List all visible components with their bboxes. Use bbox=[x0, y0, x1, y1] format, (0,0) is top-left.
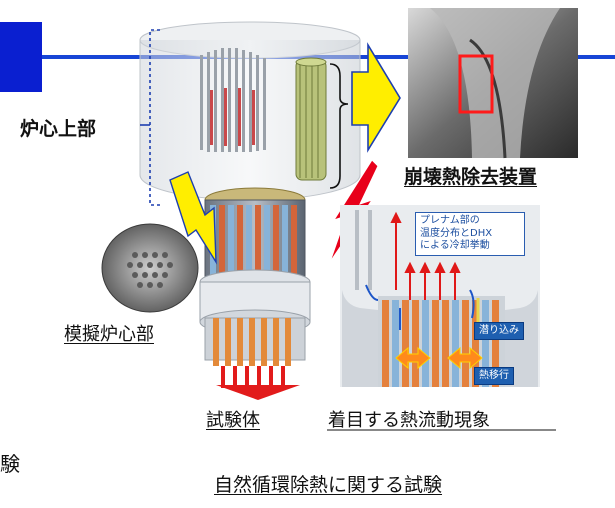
callout-plenum: プレナム部の 温度分布とDHX による冷却挙動 bbox=[415, 212, 525, 256]
lower-core-assembly bbox=[199, 187, 311, 400]
callout-heat-transfer: 熱移行 bbox=[474, 367, 514, 385]
callout-plenum-line2: 温度分布とDHX bbox=[420, 227, 493, 239]
upper-plenum-vessel bbox=[139, 21, 361, 201]
label-decay-heat-device: 崩壊熱除去装置 bbox=[404, 166, 538, 188]
callout-plenum-line1: プレナム部の bbox=[420, 215, 480, 226]
label-simulated-core: 模擬炉心部 bbox=[64, 324, 154, 345]
label-core-upper: 炉心上部 bbox=[20, 118, 97, 140]
label-test-body: 試験体 bbox=[206, 410, 260, 431]
callout-plenum-line3: による冷却挙動 bbox=[420, 240, 490, 251]
simulated-core-photo bbox=[101, 223, 199, 313]
decay-heat-device-photo bbox=[408, 8, 578, 159]
yellow-lightning-arrow-left bbox=[169, 171, 217, 265]
label-cut-text: 験 bbox=[0, 452, 20, 476]
label-natural-circulation-test: 自然循環除熱に関する試験 bbox=[214, 474, 443, 496]
label-phenomena: 着目する熱流動現象 bbox=[328, 410, 490, 431]
core-upper-bracket bbox=[149, 29, 160, 206]
callout-undercut: 潜り込み bbox=[474, 322, 524, 340]
header-blue-block bbox=[0, 22, 42, 92]
yellow-arrow-right bbox=[351, 42, 401, 153]
dhx-brace bbox=[329, 63, 349, 189]
